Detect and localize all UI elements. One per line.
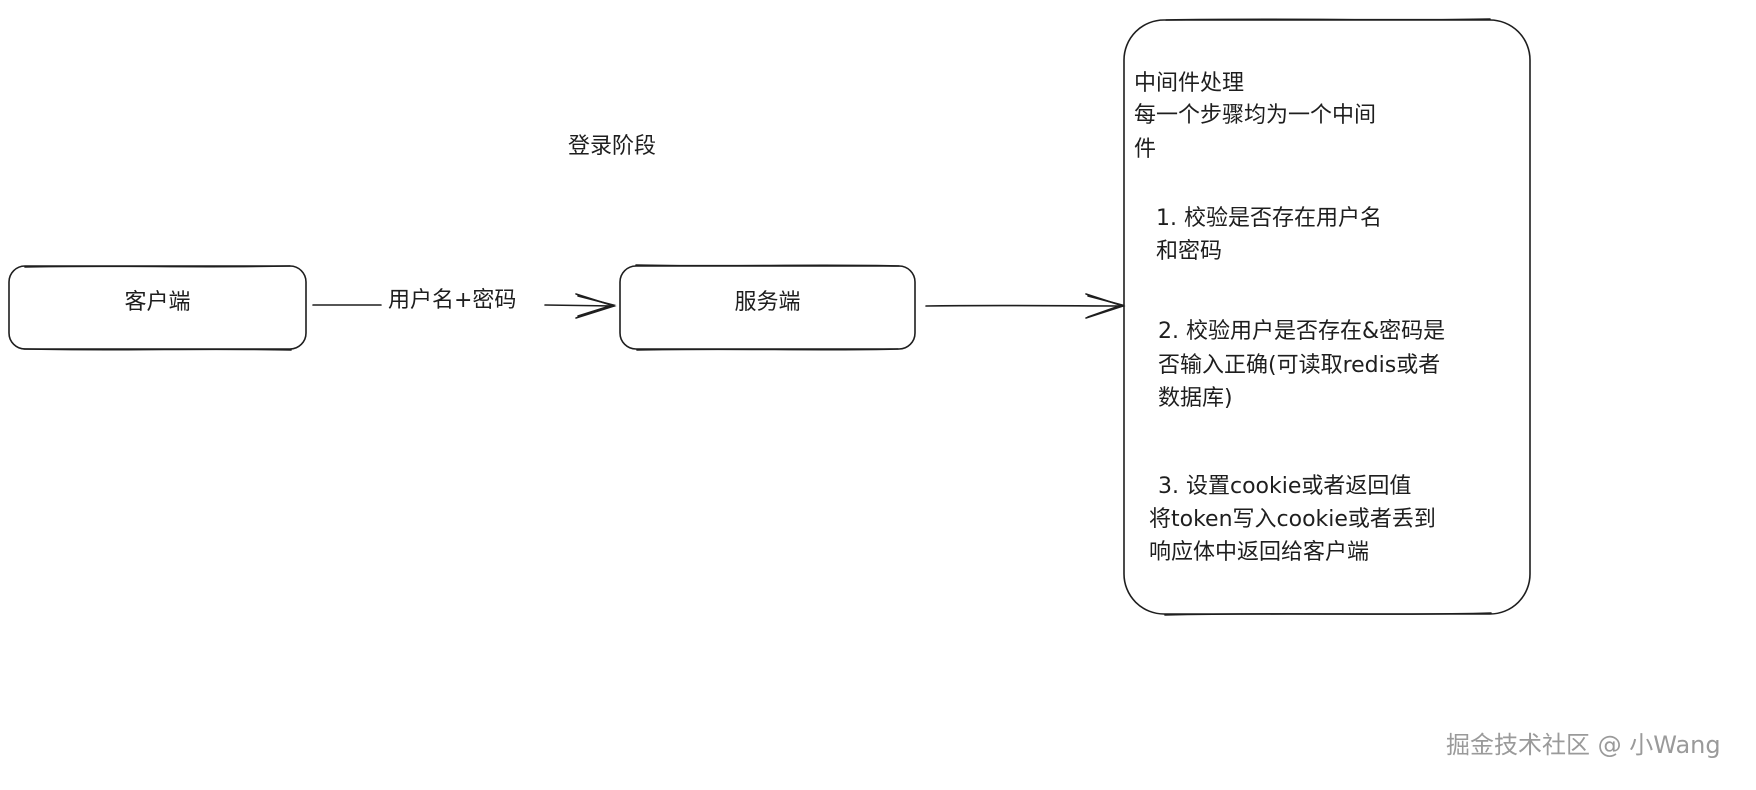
- middleware-panel-shape: [1123, 18, 1531, 616]
- step-2-line-2: 否输入正确(可读取redis或者: [1158, 353, 1441, 378]
- step-2-line-3: 数据库): [1158, 386, 1233, 411]
- client-to-server-arrow: [312, 293, 617, 319]
- middleware-heading: 中间件处理: [1134, 71, 1245, 96]
- step-1-line-1: 1. 校验是否存在用户名: [1156, 206, 1382, 231]
- edge-label-credentials: 用户名+密码: [388, 288, 517, 313]
- watermark: 掘金技术社区 @ 小Wang: [1446, 731, 1721, 759]
- step-3-line-2: 将token写入cookie或者丢到: [1149, 507, 1436, 532]
- server-node-label: 服务端: [734, 290, 801, 315]
- step-2-line-1: 2. 校验用户是否存在&密码是: [1158, 319, 1446, 344]
- server-node-shape: [619, 264, 916, 351]
- step-3-line-1: 3. 设置cookie或者返回值: [1158, 474, 1412, 499]
- step-3-line-3: 响应体中返回给客户端: [1149, 540, 1370, 565]
- middleware-subheading-line-2: 件: [1134, 137, 1157, 162]
- step-1-line-2: 和密码: [1156, 239, 1223, 264]
- client-node-shape: [8, 265, 307, 351]
- middleware-subheading-line-1: 每一个步骤均为一个中间: [1134, 103, 1377, 128]
- server-to-middleware-arrow: [925, 293, 1126, 319]
- diagram-title: 登录阶段: [568, 134, 657, 159]
- client-node-label: 客户端: [124, 290, 191, 315]
